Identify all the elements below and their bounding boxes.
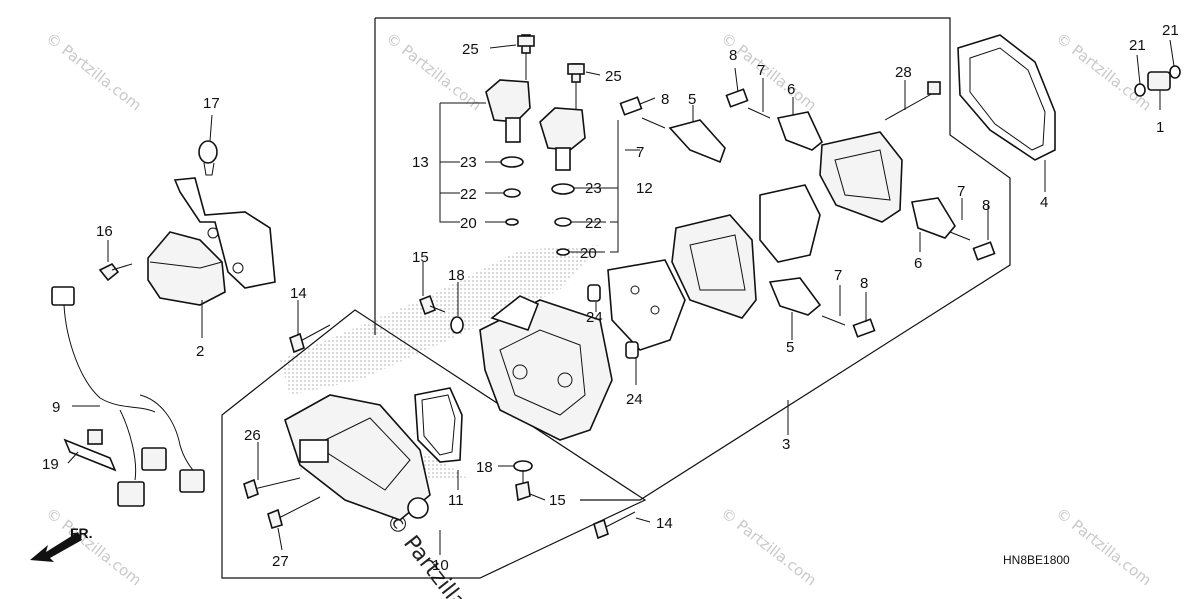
assembly-box-outline [375,17,1011,501]
callout-label: 18 [448,267,465,284]
retainer-plate [619,96,643,116]
subassembly-box-outline [221,309,647,579]
callout-label: 10 [432,557,449,574]
spool-valves [641,107,971,326]
callout-label: 16 [96,223,113,240]
callout-label: 20 [460,215,477,232]
callout-label: 5 [688,91,696,108]
callout-label: 6 [787,81,795,98]
front-direction-indicator: FR. [30,525,93,562]
shading [280,245,600,395]
callout-label: 1 [1156,119,1164,136]
o-ring-parts [500,156,575,256]
gasket-part [414,387,463,463]
solenoid-part [539,63,586,171]
plate-part [759,184,821,263]
callout-label: 26 [244,427,261,444]
callout-label: 28 [895,64,912,81]
callout-label: 24 [586,309,603,326]
callout-label: 24 [626,391,643,408]
callout-label: 8 [729,47,737,64]
callout-label: 8 [860,275,868,292]
callout-label: 12 [636,180,653,197]
callout-label: 22 [460,186,477,203]
callout-label: 2 [196,343,204,360]
valve-body-part [479,295,613,441]
callout-label: 15 [412,249,429,266]
diagram-code: HN8BE1800 [1003,553,1070,567]
bracket-part [173,177,276,289]
callout-label: 13 [412,154,429,171]
callout-label: 7 [636,144,644,161]
callout-label: 25 [605,68,622,85]
valve-body-part [671,214,757,319]
callout-label: 11 [448,492,464,509]
leader-lines [67,39,1175,555]
callout-label: 18 [476,459,493,476]
valve-body-part [819,131,903,223]
watermark: © Partzilla.com [43,29,145,114]
callout-label: 5 [786,339,794,356]
solenoid-part [485,34,531,143]
callout-label: 14 [290,285,307,302]
callout-label: 3 [782,436,790,453]
callout-label: 27 [272,553,289,570]
callout-label: 23 [460,154,477,171]
callout-label: 21 [1162,22,1179,39]
callout-label: 6 [914,255,922,272]
callout-labels: 25 25 8 5 8 7 6 28 21 21 1 17 13 23 7 23… [42,22,1179,574]
retainer-plate [972,241,996,261]
harness-part [51,286,205,507]
callout-label: 9 [52,399,60,416]
shift-motor-part [284,394,431,521]
callout-label: 4 [1040,194,1048,211]
callout-label: 21 [1129,37,1146,54]
bolt-part [884,81,941,121]
callout-label: 7 [757,62,765,79]
callout-label: 22 [585,215,602,232]
callout-label: 7 [957,183,965,200]
watermark: © Partzilla.com [1053,504,1155,589]
cover-part [147,231,226,306]
callout-label: 8 [982,197,990,214]
watermark-main: © Partzilla [380,508,471,599]
callout-label: 8 [661,91,669,108]
callout-label: 25 [462,41,479,58]
callout-label: 20 [580,245,597,262]
callout-label: 7 [834,267,842,284]
retainer-plate [852,318,876,338]
gasket-part [957,34,1056,161]
watermark: © Partzilla.com [718,504,820,589]
callout-label: 17 [203,95,220,112]
fitting-part [1134,65,1181,97]
bolt-parts [243,35,636,540]
dowel-pin [587,284,601,302]
clip-part [198,140,218,176]
bolt-part [98,262,133,282]
callout-label: 15 [549,492,566,509]
tie-part [63,429,117,472]
retainer-plate [725,88,749,108]
dowel-pin [625,341,639,359]
separator-plate-part [607,259,686,351]
front-direction-label: FR. [70,525,93,541]
callout-label: 19 [42,456,59,473]
callout-label: 14 [656,515,673,532]
callout-label: 23 [585,180,602,197]
